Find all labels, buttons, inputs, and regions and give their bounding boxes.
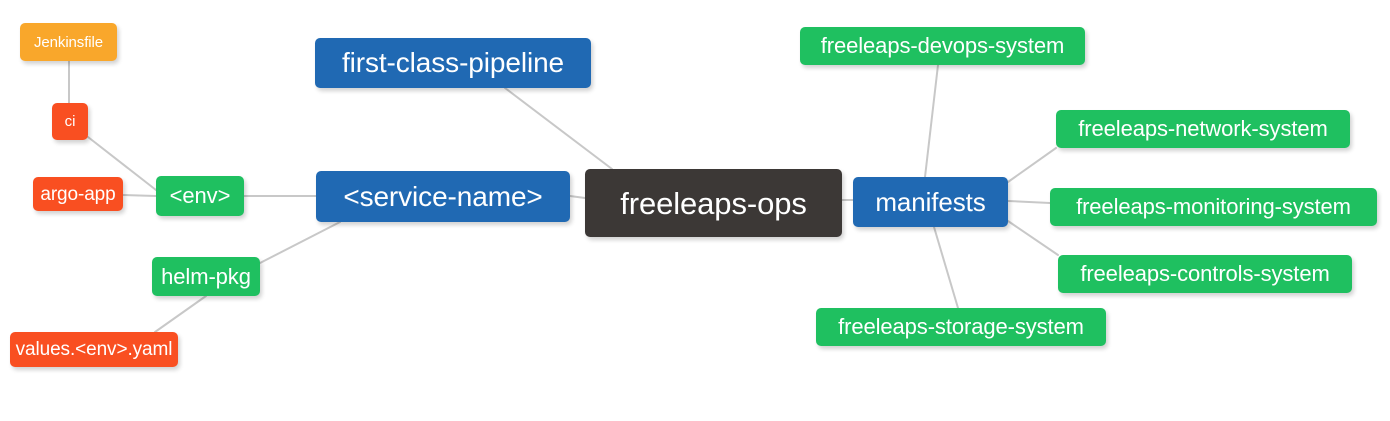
edge-network-system-to-manifests xyxy=(1007,147,1057,183)
node-label-monitoring-system: freeleaps-monitoring-system xyxy=(1076,194,1351,219)
node-label-jenkinsfile: Jenkinsfile xyxy=(34,33,103,51)
node-env[interactable]: <env> xyxy=(156,176,244,216)
node-label-freeleaps-ops: freeleaps-ops xyxy=(620,185,807,221)
node-label-service-name: <service-name> xyxy=(343,180,543,212)
edge-storage-system-to-manifests xyxy=(933,226,959,309)
edge-service-name-to-freeleaps-ops xyxy=(569,195,586,199)
node-freeleaps-ops[interactable]: freeleaps-ops xyxy=(585,169,842,237)
node-values-yaml[interactable]: values.<env>.yaml xyxy=(10,332,178,367)
node-label-devops-system: freeleaps-devops-system xyxy=(820,33,1065,58)
edge-monitoring-system-to-manifests xyxy=(1007,200,1051,204)
node-jenkinsfile[interactable]: Jenkinsfile xyxy=(20,23,117,61)
node-service-name[interactable]: <service-name> xyxy=(316,171,570,222)
edge-helm-pkg-to-service-name xyxy=(259,221,341,264)
node-label-env: <env> xyxy=(169,183,231,208)
edge-argo-app-to-env xyxy=(122,194,157,197)
node-monitoring-system[interactable]: freeleaps-monitoring-system xyxy=(1050,188,1377,226)
node-network-system[interactable]: freeleaps-network-system xyxy=(1056,110,1350,148)
node-label-argo-app: argo-app xyxy=(40,183,116,205)
node-label-ci: ci xyxy=(64,113,76,130)
node-label-network-system: freeleaps-network-system xyxy=(1078,116,1328,141)
edge-devops-system-to-manifests xyxy=(924,64,939,178)
node-label-values-yaml: values.<env>.yaml xyxy=(15,339,173,360)
node-label-controls-system: freeleaps-controls-system xyxy=(1080,261,1330,286)
node-ci[interactable]: ci xyxy=(52,103,88,140)
node-label-manifests: manifests xyxy=(875,187,986,217)
edge-first-class-pipeline-to-freeleaps-ops xyxy=(504,87,613,170)
node-label-storage-system: freeleaps-storage-system xyxy=(838,314,1084,339)
node-helm-pkg[interactable]: helm-pkg xyxy=(152,257,260,296)
node-controls-system[interactable]: freeleaps-controls-system xyxy=(1058,255,1352,293)
edge-controls-system-to-manifests xyxy=(1007,220,1059,256)
edge-values-yaml-to-helm-pkg xyxy=(154,295,207,333)
node-label-first-class-pipeline: first-class-pipeline xyxy=(341,47,565,78)
node-manifests[interactable]: manifests xyxy=(853,177,1008,227)
node-argo-app[interactable]: argo-app xyxy=(33,177,123,211)
node-storage-system[interactable]: freeleaps-storage-system xyxy=(816,308,1106,346)
node-label-helm-pkg: helm-pkg xyxy=(161,263,251,289)
node-first-class-pipeline[interactable]: first-class-pipeline xyxy=(315,38,591,88)
node-devops-system[interactable]: freeleaps-devops-system xyxy=(800,27,1085,65)
